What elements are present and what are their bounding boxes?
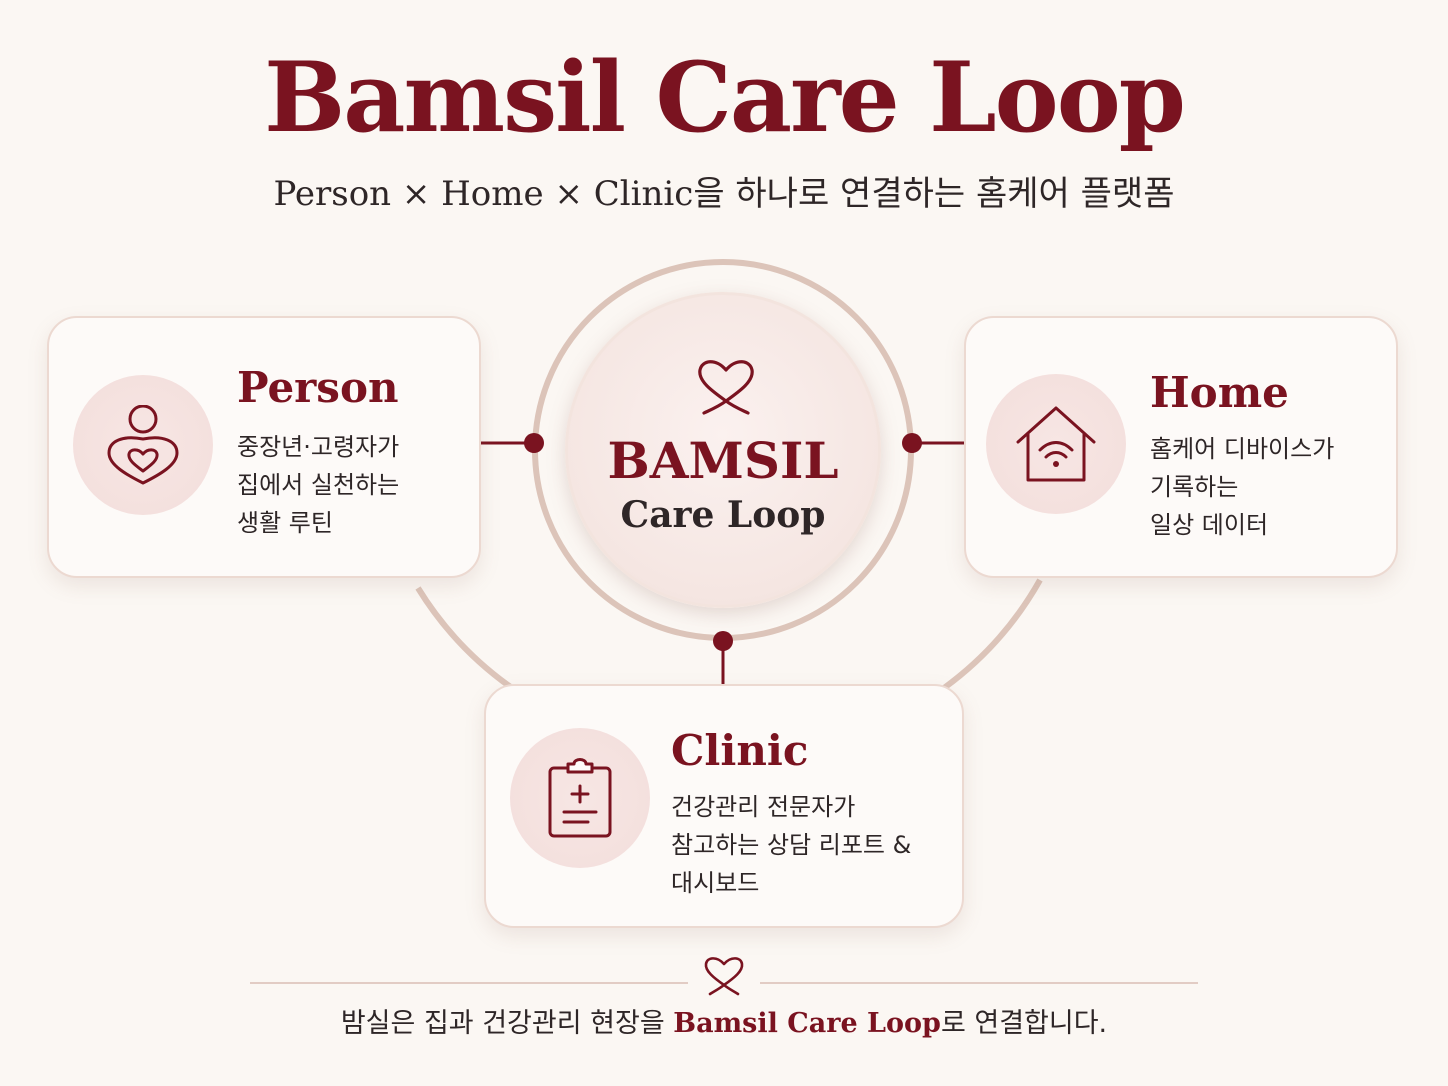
clinic-card-description: 건강관리 전문자가 참고하는 상담 리포트 & 대시보드 [671, 788, 911, 902]
connector-dot-clinic [713, 631, 733, 651]
hub-title: BAMSIL [607, 431, 839, 490]
clinic-card-line: 대시보드 [671, 869, 760, 897]
person-card-title: Person [237, 363, 399, 412]
home-card-title: Home [1150, 368, 1289, 417]
loop-arc [415, 586, 514, 691]
home-card-line: 홈케어 디바이스가 [1150, 435, 1335, 463]
page-title: Bamsil Care Loop [264, 41, 1186, 154]
page-subtitle: Person × Home × Clinic을 하나로 연결하는 홈케어 플랫폼 [273, 174, 1175, 214]
footer-brand: Bamsil Care Loop [673, 1008, 941, 1039]
clinic-card-title: Clinic [671, 726, 809, 775]
loop-arc [942, 578, 1043, 691]
footer-tagline: 밤실은 집과 건강관리 현장을 Bamsil Care Loop로 연결합니다. [0, 1004, 1448, 1044]
home-card: Home 홈케어 디바이스가 기록하는 일상 데이터 [964, 316, 1398, 578]
clinic-card-line: 참고하는 상담 리포트 & [671, 831, 912, 859]
person-icon-badge [73, 375, 213, 515]
connector-dot-person [524, 433, 544, 453]
footer-divider-right [760, 982, 1198, 984]
home-card-line: 기록하는 [1150, 473, 1239, 501]
hub-circle: BAMSIL Care Loop [565, 292, 881, 608]
heart-loop-icon [704, 957, 744, 996]
person-card: Person 중장년·고령자가 집에서 실천하는 생활 루틴 [47, 316, 481, 578]
person-card-line: 중장년·고령자가 [237, 433, 400, 461]
clinic-card: Clinic 건강관리 전문자가 참고하는 상담 리포트 & 대시보드 [484, 684, 964, 928]
clinic-card-line: 건강관리 전문자가 [671, 793, 856, 821]
home-card-description: 홈케어 디바이스가 기록하는 일상 데이터 [1150, 430, 1334, 544]
connector-dot-home [902, 433, 922, 453]
person-heart-icon [107, 405, 179, 485]
footer-text-after: 로 연결합니다. [940, 1008, 1108, 1039]
home-wifi-icon [1016, 406, 1096, 482]
hub-subtitle: Care Loop [620, 494, 826, 536]
footer-text-before: 밤실은 집과 건강관리 현장을 [340, 1008, 674, 1039]
person-card-line: 집에서 실천하는 [237, 471, 400, 499]
home-card-line: 일상 데이터 [1150, 511, 1269, 539]
heart-loop-icon [698, 360, 754, 415]
person-card-description: 중장년·고령자가 집에서 실천하는 생활 루틴 [237, 428, 399, 542]
clipboard-medical-icon [548, 758, 612, 838]
person-card-line: 생활 루틴 [237, 509, 333, 537]
footer-divider-left [250, 982, 688, 984]
home-icon-badge [986, 374, 1126, 514]
clinic-icon-badge [510, 728, 650, 868]
